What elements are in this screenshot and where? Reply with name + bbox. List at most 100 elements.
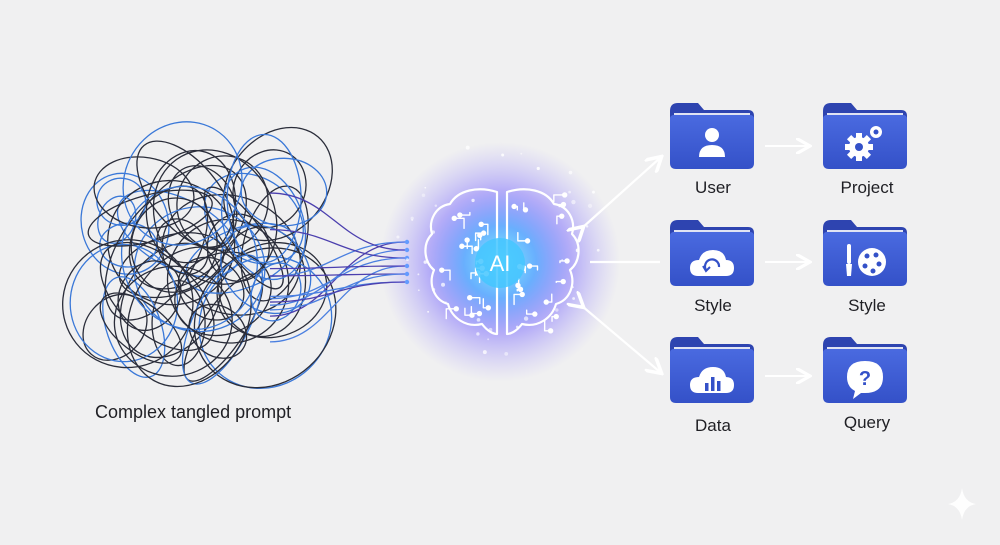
glow-particle	[427, 310, 430, 313]
glow-particle	[596, 248, 600, 252]
ai-label: AI	[490, 251, 511, 276]
gear-tooth	[856, 155, 862, 161]
circuit-node	[524, 238, 531, 244]
circuit-node	[476, 310, 483, 317]
folder-project[interactable]	[823, 103, 907, 169]
circuit-trace	[441, 269, 451, 281]
glow-particle	[465, 145, 470, 150]
tangled-threads	[62, 121, 337, 390]
glow-particle	[487, 338, 490, 341]
glow-particle	[568, 170, 573, 175]
connector-to-user	[582, 158, 660, 228]
tangle-loop	[203, 186, 284, 290]
folder-label-style-right: Style	[848, 296, 886, 315]
tangle-loop	[188, 303, 248, 359]
circuit-node	[564, 258, 570, 264]
circuit-node	[478, 221, 484, 227]
circuit-node	[532, 311, 538, 317]
circuit-trace	[517, 232, 529, 242]
tangle-loop	[161, 193, 302, 316]
tangle-loop	[122, 121, 243, 246]
tangle-loop	[62, 239, 194, 369]
gear-tooth	[862, 150, 872, 160]
folder-data[interactable]	[670, 337, 754, 403]
tangle-loop	[99, 292, 183, 364]
tangle-loop	[177, 256, 245, 321]
person-icon	[699, 128, 725, 157]
glow-particle	[592, 190, 595, 194]
circuit-node	[485, 305, 492, 311]
circuit-node	[522, 207, 529, 213]
tangle-loop	[240, 157, 328, 227]
glow-particle	[501, 153, 505, 157]
gear-tooth	[856, 133, 862, 139]
folder-connectors	[765, 146, 808, 376]
glow-particle	[523, 316, 529, 321]
connector-to-data	[582, 306, 660, 372]
tangle-loop	[82, 293, 148, 361]
circuit-node	[559, 213, 565, 219]
glow-particle	[482, 350, 487, 355]
glow-particle	[471, 198, 475, 203]
circuit-node	[453, 306, 459, 312]
glow-particle	[406, 258, 409, 262]
question-bubble-icon: ?	[847, 361, 883, 399]
tangle-caption: Complex tangled prompt	[95, 402, 292, 422]
circuit-node	[543, 299, 549, 305]
glow-particle	[571, 199, 576, 205]
folder-user[interactable]	[670, 103, 754, 169]
circuit-node	[547, 328, 554, 334]
circuit-node	[561, 192, 568, 198]
glow-particle	[434, 204, 438, 207]
circuit-node	[560, 278, 566, 285]
circuit-node	[473, 246, 479, 252]
folder-style-left[interactable]	[670, 220, 754, 286]
gear-tooth	[845, 144, 851, 150]
circuit-trace	[525, 309, 536, 315]
circuit-trace	[553, 194, 566, 203]
glow-particle	[520, 152, 523, 155]
tangle-loop	[250, 262, 302, 322]
tangle-loop	[80, 172, 170, 275]
gears-icon	[845, 126, 882, 161]
glow-particle	[411, 218, 414, 222]
sparkle-icon	[948, 488, 976, 520]
circuit-node	[519, 291, 525, 298]
circuit-node	[480, 230, 487, 236]
tangle-loop	[174, 251, 272, 337]
glow-particle	[504, 351, 509, 356]
glow-particle	[572, 297, 576, 300]
circuit-node	[517, 286, 524, 293]
gear-tooth	[846, 150, 856, 160]
ai-core	[475, 238, 525, 288]
glow-particle	[410, 216, 414, 220]
glow-particle	[441, 282, 446, 287]
circuit-trace	[461, 245, 473, 255]
tangle-loop	[136, 140, 235, 249]
circuit-trace	[469, 297, 481, 305]
folder-style-right[interactable]	[823, 220, 907, 286]
glow-particle	[555, 308, 559, 312]
folder-label-data: Data	[695, 416, 731, 435]
circuit-node	[457, 212, 463, 218]
tangle-loop	[193, 247, 337, 389]
gear-tooth	[846, 134, 856, 144]
gear-tooth	[862, 134, 872, 144]
glow-particle	[417, 289, 420, 292]
folder-query[interactable]: ?	[823, 337, 907, 403]
tangle-loop	[166, 218, 290, 344]
glow-particle	[476, 332, 480, 336]
tangle-loop	[126, 246, 252, 388]
tangle-loop	[69, 243, 179, 363]
gear-tooth	[867, 144, 873, 150]
tangle-loop	[151, 279, 206, 367]
circuit-node	[515, 282, 521, 289]
glow-particle	[396, 235, 400, 239]
svg-text:?: ?	[859, 368, 871, 390]
brush-palette-icon	[846, 244, 886, 276]
circuit-trace	[513, 293, 523, 306]
folder-label-project: Project	[840, 178, 894, 197]
circuit-node	[451, 215, 457, 222]
tangle-loop	[113, 265, 233, 377]
